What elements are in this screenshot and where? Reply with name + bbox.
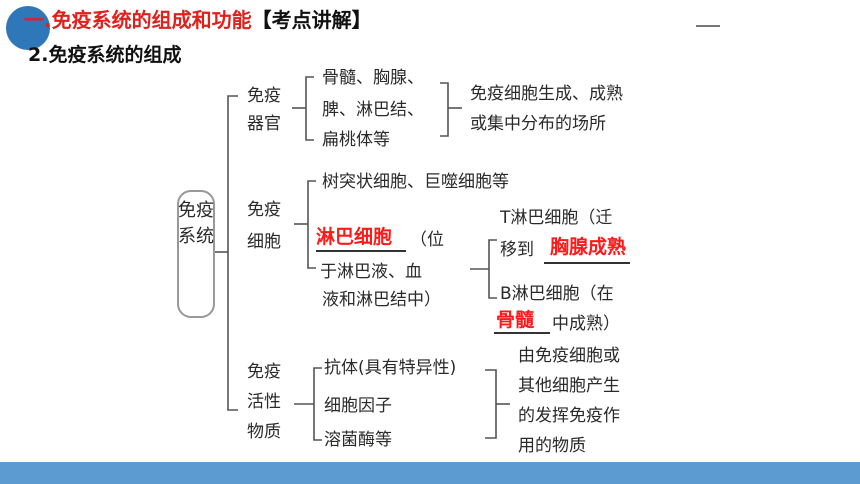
b-cell-line1: B淋巴细胞（在 xyxy=(500,284,614,304)
lymph-brace xyxy=(488,239,497,299)
t-cell-line2: 移到 xyxy=(500,240,534,260)
cells-label-line2: 细胞 xyxy=(247,232,281,252)
organs-desc-line2: 或集中分布的场所 xyxy=(470,114,606,134)
organs-item-1: 骨髓、胸腺、 xyxy=(322,68,424,88)
organs-desc-brace xyxy=(440,82,449,137)
substances-item-2: 细胞因子 xyxy=(324,396,392,416)
substances-desc-line4: 用的物质 xyxy=(518,436,586,456)
cells-item-1: 树突状细胞、巨噬细胞等 xyxy=(322,172,509,192)
b-cell-answer-underline xyxy=(494,332,550,334)
substances-label-line1: 免疫 xyxy=(247,362,281,382)
substances-desc-line1: 由免疫细胞或 xyxy=(518,346,620,366)
substances-item-3: 溶菌酶等 xyxy=(324,430,392,450)
t-cell-answer-underline xyxy=(544,262,630,264)
title-decoration-circle xyxy=(6,6,50,50)
lymph-rest-2: 于淋巴液、血 xyxy=(320,262,422,282)
root-node-label: 免疫系统 xyxy=(178,200,214,247)
page-title: 一.免疫系统的组成和功能【考点讲解】 xyxy=(24,4,372,33)
organs-item-3: 扁桃体等 xyxy=(322,130,390,150)
substances-brace xyxy=(313,367,322,441)
title-main: 一.免疫系统的组成和功能 xyxy=(24,8,252,32)
organs-desc-line1: 免疫细胞生成、成熟 xyxy=(470,84,623,104)
lymph-rest-3: 液和淋巴结中） xyxy=(322,290,441,310)
lymph-answer-underline xyxy=(316,250,406,252)
substances-label-line2: 活性 xyxy=(247,392,281,412)
organs-label-line1: 免疫 xyxy=(247,86,281,106)
substances-desc-line2: 其他细胞产生 xyxy=(518,376,620,396)
lymph-answer: 淋巴细胞 xyxy=(316,226,393,248)
substances-desc-brace xyxy=(485,369,497,439)
t-cell-line1: T淋巴细胞（迁 xyxy=(500,208,613,228)
organs-brace xyxy=(305,76,314,141)
b-cell-rest: 中成熟） xyxy=(552,314,620,334)
title-tag: 【考点讲解】 xyxy=(251,8,372,32)
minimize-line xyxy=(696,25,720,27)
substances-label-line3: 物质 xyxy=(247,422,281,442)
section-subtitle: 2.免疫系统的组成 xyxy=(28,44,182,66)
t-cell-answer: 胸腺成熟 xyxy=(550,236,627,258)
lymph-rest-1: （位 xyxy=(410,230,444,250)
substances-item-1: 抗体(具有特异性) xyxy=(324,358,457,378)
bottom-bar xyxy=(0,462,860,484)
substances-desc-line3: 的发挥免疫作 xyxy=(518,406,620,426)
cells-brace xyxy=(307,180,316,269)
b-cell-answer: 骨髓 xyxy=(496,309,535,331)
organs-label-line2: 器官 xyxy=(247,114,281,134)
root-brace xyxy=(227,95,238,411)
organs-item-2: 脾、淋巴结、 xyxy=(322,100,424,120)
root-node-box xyxy=(177,190,215,318)
cells-label-line1: 免疫 xyxy=(247,200,281,220)
